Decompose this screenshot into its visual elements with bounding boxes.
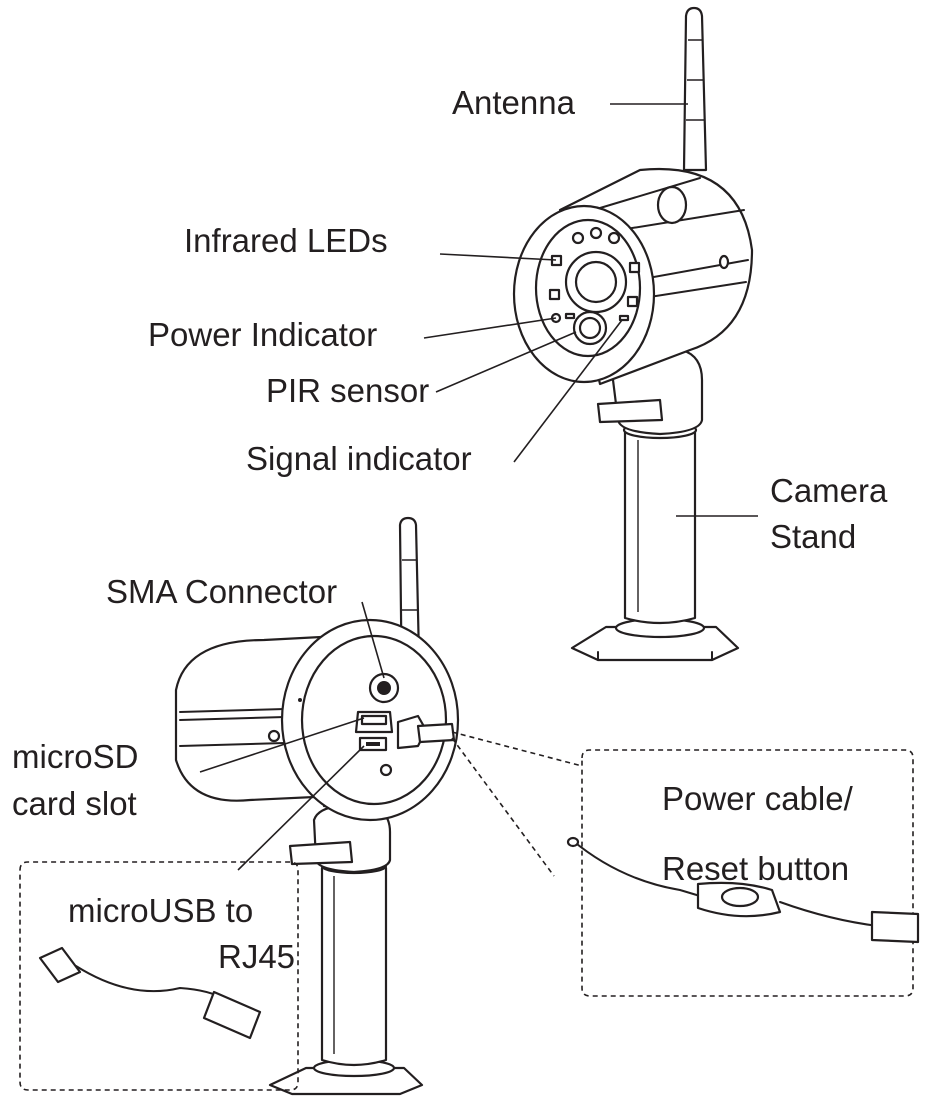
infrared-leader [439,253,557,261]
back-camera [174,516,460,1096]
microusb-label-line2: RJ45 [218,938,295,975]
front-camera [512,6,754,662]
power-indicator-label: Power Indicator [148,316,377,353]
signal-indicator-label: Signal indicator [246,440,472,477]
microusb-leader [237,745,365,871]
leader-lines [199,103,758,871]
power-cable-inset [566,749,920,997]
microsd-label-line2: card slot [12,785,137,822]
power-indicator-leader [423,317,557,339]
infrared-leds-label: Infrared LEDs [184,222,388,259]
microusb-inset [19,861,299,1091]
front-camera-body [512,167,754,386]
microsd-label-line1: microSD [12,738,139,775]
power-cable-label-line1: Power cable/ [662,780,854,817]
signal-leader [513,319,623,463]
pir-leader [435,331,577,393]
sma-connector-label: SMA Connector [106,573,337,610]
camera-stand-label-line2: Stand [770,518,856,555]
back-camera-stand [268,794,424,1096]
microsd-leader [199,717,365,773]
front-antenna [682,6,708,172]
front-camera-stand [570,334,740,662]
back-camera-body [174,618,460,822]
sma-leader [361,601,385,679]
camera-stand-label-line1: Camera [770,472,888,509]
pir-sensor-label: PIR sensor [266,372,429,409]
antenna-label: Antenna [452,84,576,121]
microusb-label-line1: microUSB to [68,892,253,929]
power-cable-label-line2: Reset button [662,850,849,887]
